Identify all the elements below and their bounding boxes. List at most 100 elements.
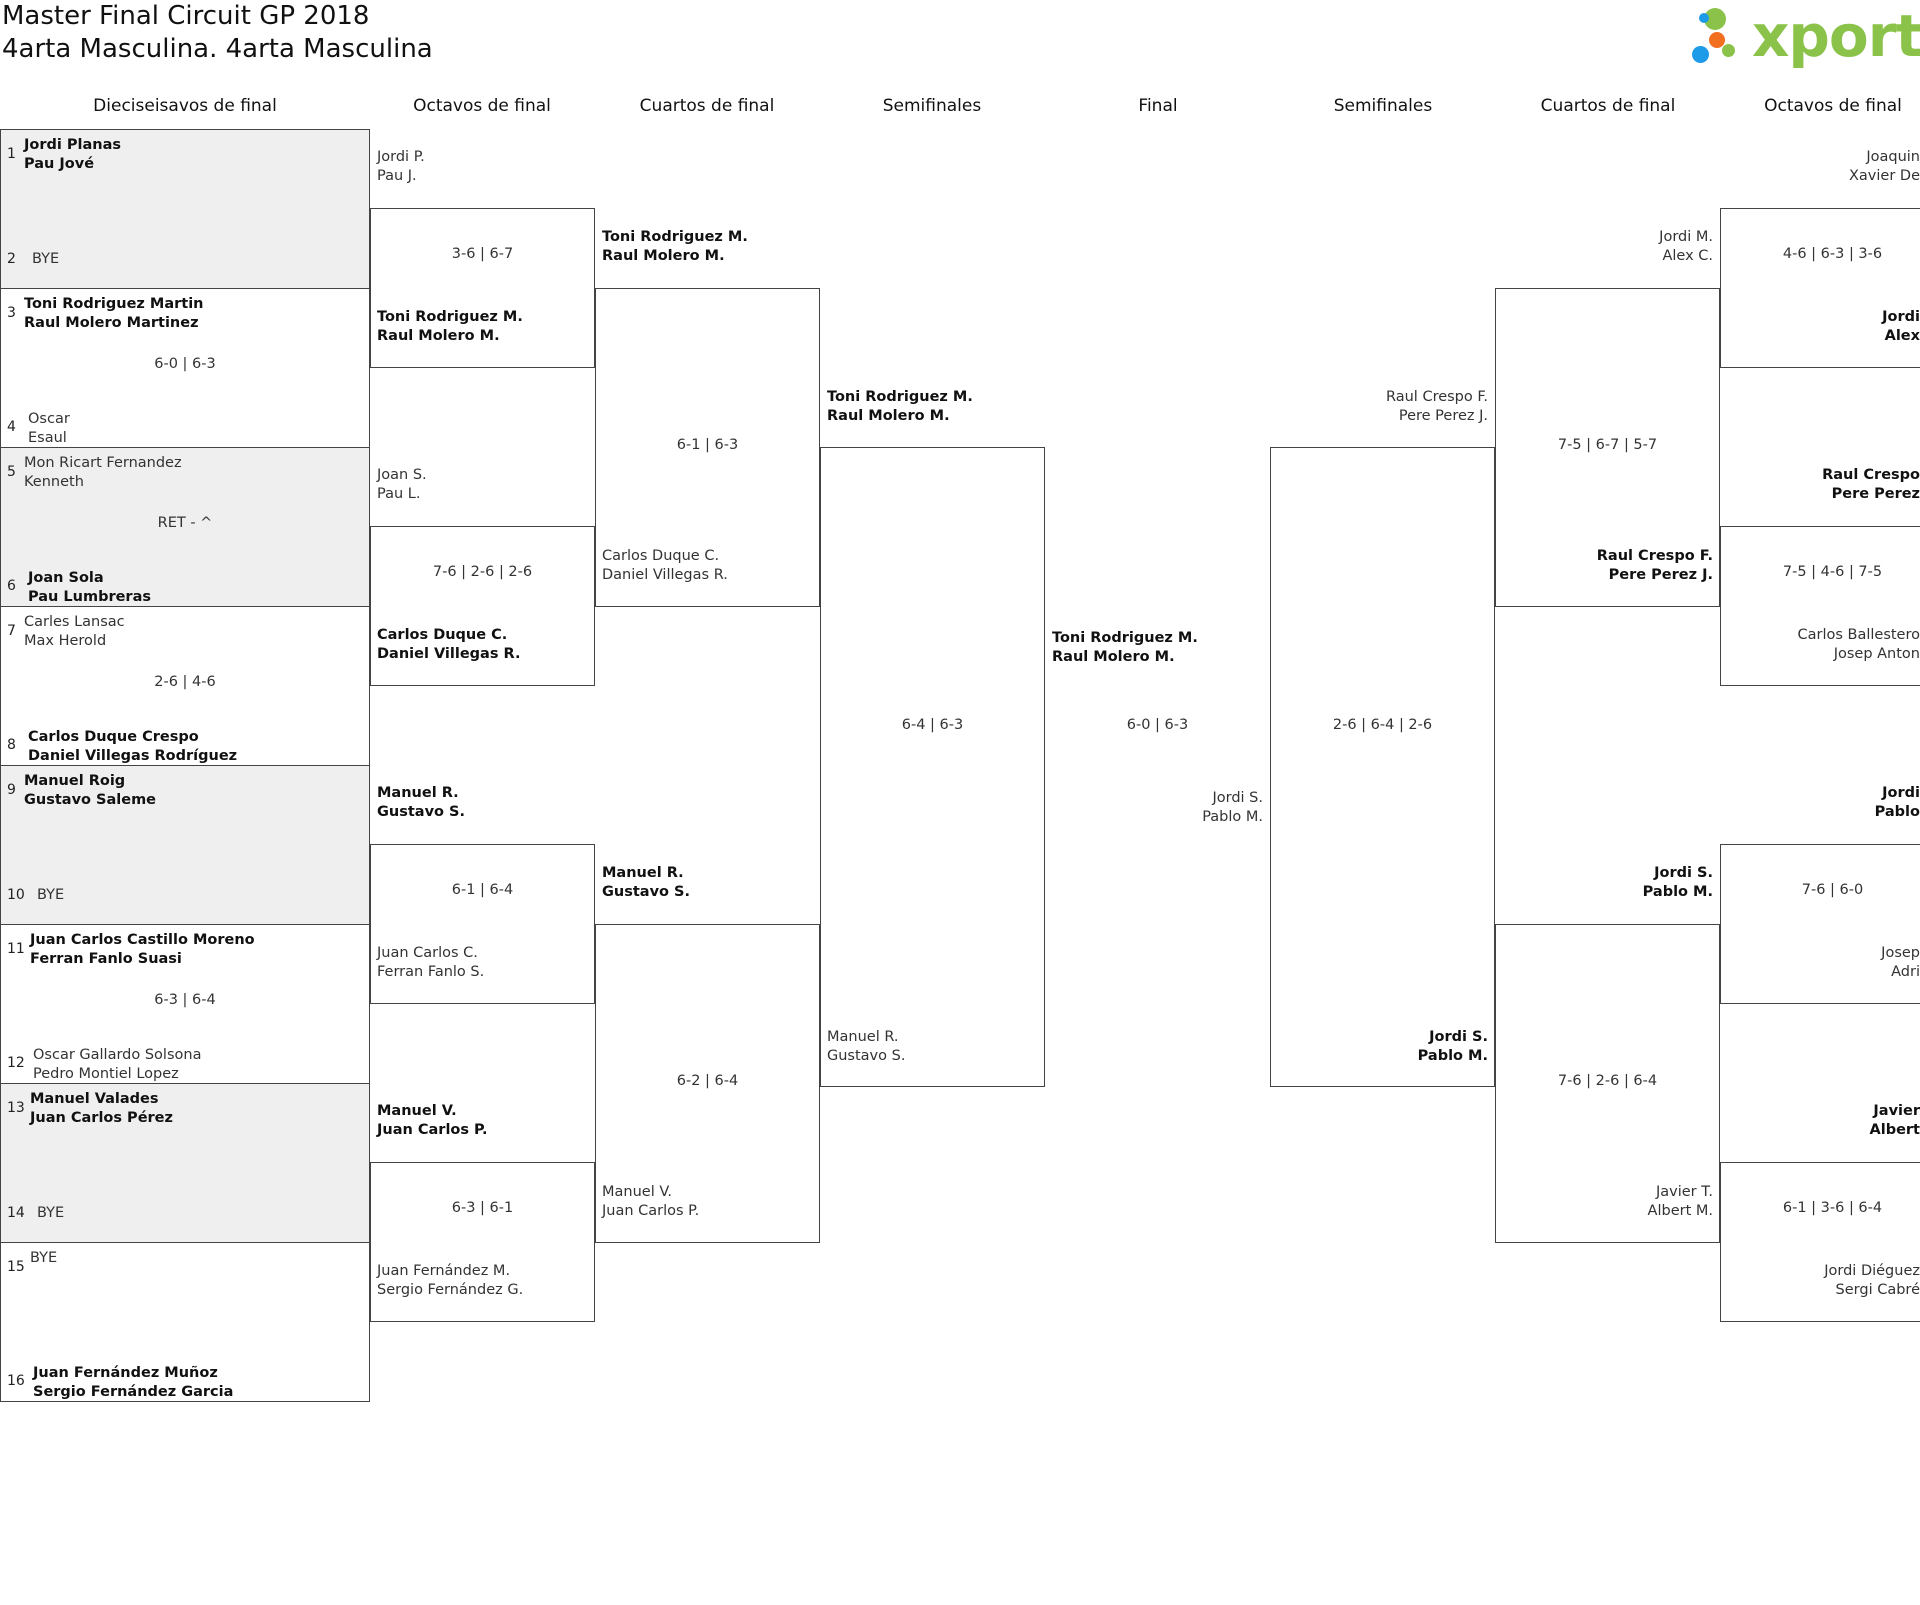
octavos-bottom-player1: Toni Rodriguez M. [377, 309, 523, 325]
match-bottom-player2: Sergio Fernández Garcia [33, 1384, 234, 1400]
cuartos-match-box[interactable] [595, 288, 820, 607]
match-bottom-player2: Esaul [28, 430, 67, 446]
octavos-right-top-player1: Javier [1873, 1103, 1920, 1119]
logo-dot-blue-small-icon [1699, 13, 1709, 23]
octavos-right-bottom-player2: Sergi Cabré [1835, 1282, 1920, 1298]
semi-right-bottom-player1: Jordi S. [1429, 1029, 1488, 1045]
octavos-top-player1: Manuel R. [377, 785, 459, 801]
octavos-bottom-player1: Carlos Duque C. [377, 627, 508, 643]
cuartos-match-box[interactable] [595, 924, 820, 1243]
seed-number: 6 [7, 578, 16, 594]
seed-number: 5 [7, 464, 16, 480]
cuartos-right-bottom-player1: Javier T. [1655, 1184, 1713, 1200]
cuartos-top-player2: Gustavo S. [602, 884, 690, 900]
match-box-r32[interactable] [0, 924, 370, 1084]
round-header: Dieciseisavos de final [93, 96, 277, 116]
octavos-right-top-player2: Pablo [1874, 804, 1920, 820]
semi-right-bottom-player2: Pablo M. [1417, 1048, 1488, 1064]
octavos-right-bottom-player1: Jordi Diéguez [1824, 1263, 1920, 1279]
semifinal-right-box[interactable] [1270, 447, 1495, 1087]
seed-number: 15 [7, 1259, 25, 1275]
octavos-top-player2: Pau L. [377, 486, 421, 502]
seed-number: 4 [7, 419, 16, 435]
round-header: Cuartos de final [1540, 96, 1676, 116]
cuartos-right-bottom-player1: Raul Crespo F. [1596, 548, 1713, 564]
octavos-right-box[interactable] [1720, 208, 1920, 368]
match-box-r32[interactable] [0, 606, 370, 766]
cuartos-right-top-player2: Alex C. [1662, 248, 1713, 264]
octavos-right-bottom-player1: Josep [1881, 945, 1920, 961]
match-top-player2: Gustavo Saleme [24, 792, 157, 808]
octavos-right-top-player1: Jordi [1882, 785, 1920, 801]
octavos-top-player2: Gustavo S. [377, 804, 465, 820]
octavos-right-bottom-player2: Alex [1884, 328, 1920, 344]
cuartos-right-box[interactable] [1495, 924, 1720, 1243]
octavos-match-box[interactable] [370, 208, 595, 368]
match-bottom-player1: Oscar Gallardo Solsona [33, 1047, 202, 1063]
octavos-right-top-player1: Raul Crespo [1822, 467, 1920, 483]
semi-left-top-player1: Toni Rodriguez M. [827, 389, 973, 405]
seed-number: 3 [7, 305, 16, 321]
octavos-top-player1: Jordi P. [377, 149, 425, 165]
match-top-player2: Pau Jové [24, 156, 95, 172]
semi-left-bottom-player2: Gustavo S. [827, 1048, 906, 1064]
octavos-bottom-player2: Sergio Fernández G. [377, 1282, 524, 1298]
match-bottom-player1: Joan Sola [28, 570, 104, 586]
octavos-top-player1: Manuel V. [377, 1103, 457, 1119]
cuartos-bottom-player1: Carlos Duque C. [602, 548, 720, 564]
final-top-player1: Toni Rodriguez M. [1052, 630, 1198, 646]
match-bottom-player2: Pedro Montiel Lopez [33, 1066, 179, 1082]
match-box-r32[interactable] [0, 288, 370, 448]
match-bottom-player1: Juan Fernández Muñoz [33, 1365, 218, 1381]
octavos-match-box[interactable] [370, 526, 595, 686]
cuartos-top-player2: Raul Molero M. [602, 248, 725, 264]
cuartos-right-box[interactable] [1495, 288, 1720, 607]
semifinal-left-box[interactable] [820, 447, 1045, 1087]
bye-label: BYE [37, 1205, 65, 1221]
cuartos-score: 6-1 | 6-3 [676, 437, 739, 453]
match-box-r32[interactable] [0, 1242, 370, 1402]
octavos-match-box[interactable] [370, 844, 595, 1004]
bye-label: BYE [37, 887, 65, 903]
cuartos-top-player1: Manuel R. [602, 865, 684, 881]
logo-text: xporty [1752, 2, 1920, 70]
semi-right-score: 2-6 | 6-4 | 2-6 [1332, 717, 1433, 733]
octavos-bottom-player2: Ferran Fanlo S. [377, 964, 485, 980]
octavos-right-top-player2: Pere Perez [1831, 486, 1920, 502]
match-box-r32[interactable] [0, 129, 370, 289]
match-top-player1: Toni Rodriguez Martin [24, 296, 204, 312]
octavos-right-box[interactable] [1720, 526, 1920, 686]
match-top-player1: Manuel Valades [30, 1091, 159, 1107]
match-score: 6-3 | 6-4 [154, 992, 216, 1008]
octavos-right-top-player2: Xavier De [1848, 168, 1920, 184]
cuartos-right-bottom-player2: Albert M. [1647, 1203, 1713, 1219]
octavos-match-box[interactable] [370, 1162, 595, 1322]
round-header: Octavos de final [1764, 96, 1902, 116]
match-box-r32[interactable] [0, 447, 370, 607]
octavos-right-box[interactable] [1720, 844, 1920, 1004]
match-box-r32[interactable] [0, 1083, 370, 1243]
seed-number: 10 [7, 887, 25, 903]
logo-dot-green-small-icon [1722, 44, 1735, 57]
octavos-score: 7-6 | 2-6 | 2-6 [432, 564, 533, 580]
semi-left-top-player2: Raul Molero M. [827, 408, 950, 424]
octavos-score: 3-6 | 6-7 [451, 246, 514, 262]
cuartos-right-score: 7-5 | 6-7 | 5-7 [1557, 437, 1658, 453]
octavos-right-top-player1: Joaquin [1866, 149, 1920, 165]
octavos-right-bottom-player2: Josep Anton [1833, 646, 1920, 662]
match-box-r32[interactable] [0, 765, 370, 925]
seed-number: 16 [7, 1373, 25, 1389]
logo-dot-green-icon [1704, 8, 1726, 30]
match-score: 2-6 | 4-6 [154, 674, 216, 690]
cuartos-right-top-player1: Jordi M. [1659, 229, 1713, 245]
final-top-player2: Raul Molero M. [1052, 649, 1175, 665]
seed-number: 11 [7, 941, 25, 957]
round-header: Semifinales [1333, 96, 1433, 116]
octavos-right-score: 6-1 | 3-6 | 6-4 [1782, 1200, 1883, 1216]
page-title: Master Final Circuit GP 2018 [2, 1, 370, 31]
logo-dot-orange-icon [1709, 32, 1725, 48]
match-top-player1: Mon Ricart Fernandez [24, 455, 182, 471]
octavos-right-score: 7-6 | 6-0 [1801, 882, 1864, 898]
octavos-right-box[interactable] [1720, 1162, 1920, 1322]
seed-number: 7 [7, 623, 16, 639]
